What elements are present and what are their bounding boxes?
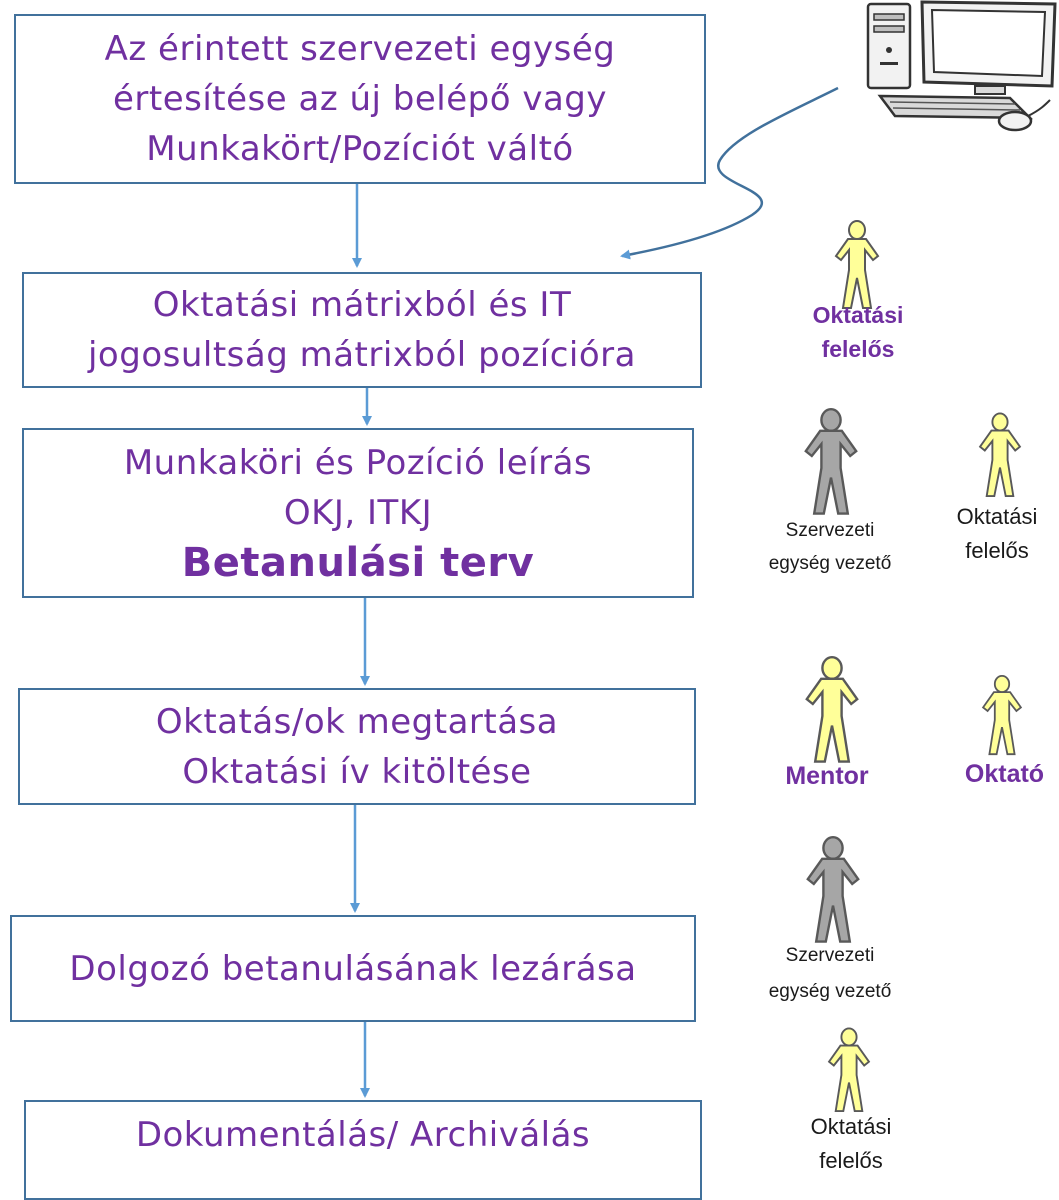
step-3-line-1: Munkaköri és Pozíció leírás bbox=[123, 443, 593, 483]
role-6-line-2: egység vezető bbox=[768, 981, 892, 1002]
step-1-line-3: Munkakört/Pozíciót váltó bbox=[146, 129, 574, 169]
step-3-line-2: OKJ, ITKJ bbox=[283, 493, 433, 533]
step-2-line-1: Oktatási mátrixból és IT bbox=[152, 285, 572, 325]
role-2-line-1: Szervezeti bbox=[785, 520, 875, 541]
role-label-mentor: Mentor bbox=[760, 760, 894, 792]
role-label-trainer: Oktató bbox=[950, 758, 1059, 790]
role-label-training-officer-2: Oktatási felelős bbox=[936, 500, 1058, 568]
role-6-line-1: Szervezeti bbox=[785, 945, 875, 966]
step-3-emphasis: Betanulási terv bbox=[181, 540, 535, 586]
role-4-line-1: Mentor bbox=[785, 762, 869, 790]
step-4-line-1: Oktatás/ok megtartása bbox=[155, 701, 559, 742]
step-1-line-1: Az érintett szervezeti egység bbox=[104, 29, 616, 69]
step-job-description: Munkaköri és Pozíció leírás OKJ, ITKJ Be… bbox=[22, 428, 694, 598]
role-1-line-1: Oktatási bbox=[812, 302, 904, 328]
role-5-line-1: Oktató bbox=[964, 760, 1045, 788]
step-4-line-2: Oktatási ív kitöltése bbox=[182, 751, 532, 792]
role-label-unit-manager-2: Szervezeti egység vezető bbox=[740, 938, 920, 1010]
role-label-unit-manager-1: Szervezeti egység vezető bbox=[740, 514, 920, 580]
role-3-line-1: Oktatási bbox=[956, 504, 1038, 529]
curved-arrow-from-computer bbox=[620, 86, 839, 260]
step-5-line-1: Dolgozó betanulásának lezárása bbox=[69, 948, 637, 989]
step-notify-unit: Az érintett szervezeti egység értesítése… bbox=[14, 14, 706, 184]
role-1-line-2: felelős bbox=[821, 336, 895, 362]
step-document-archive: Dokumentálás/ Archiválás bbox=[24, 1100, 702, 1200]
step-close-onboarding: Dolgozó betanulásának lezárása bbox=[10, 915, 696, 1022]
step-2-line-2: jogosultság mátrixból pozícióra bbox=[87, 335, 636, 375]
role-7-line-2: felelős bbox=[819, 1148, 883, 1173]
step-1-line-2: értesítése az új belépő vagy bbox=[112, 79, 607, 119]
step-hold-training: Oktatás/ok megtartása Oktatási ív kitölt… bbox=[18, 688, 696, 805]
role-2-line-2: egység vezető bbox=[768, 553, 892, 574]
step-training-matrix: Oktatási mátrixból és IT jogosultság mát… bbox=[22, 272, 702, 388]
role-label-training-officer-3: Oktatási felelős bbox=[786, 1110, 916, 1178]
role-3-line-2: felelős bbox=[965, 538, 1029, 563]
role-7-line-1: Oktatási bbox=[810, 1114, 892, 1139]
role-label-training-officer-1: Oktatási felelős bbox=[790, 298, 926, 366]
step-6-line-1: Dokumentálás/ Archiválás bbox=[135, 1115, 591, 1155]
